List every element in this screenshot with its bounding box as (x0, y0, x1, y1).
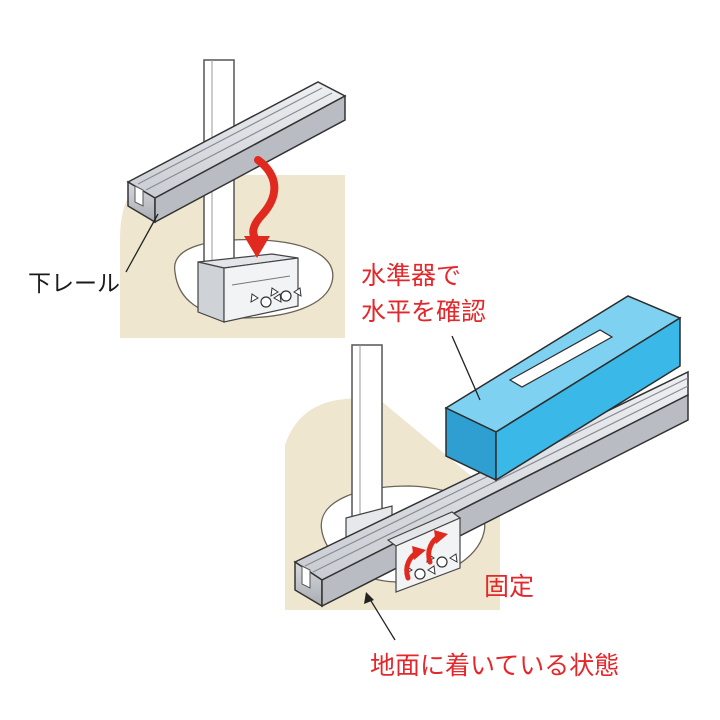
label-ground-state: 地面に着いている状態 (370, 646, 619, 682)
label-level-line1: 水準器で (361, 256, 461, 292)
level-leader (452, 336, 480, 400)
label-lower-rail: 下レール (28, 264, 120, 298)
label-level-line2: 水平を確認 (361, 292, 486, 328)
top-illustration (120, 60, 345, 338)
post-bottom (352, 345, 382, 525)
label-fix: 固定 (484, 567, 534, 603)
